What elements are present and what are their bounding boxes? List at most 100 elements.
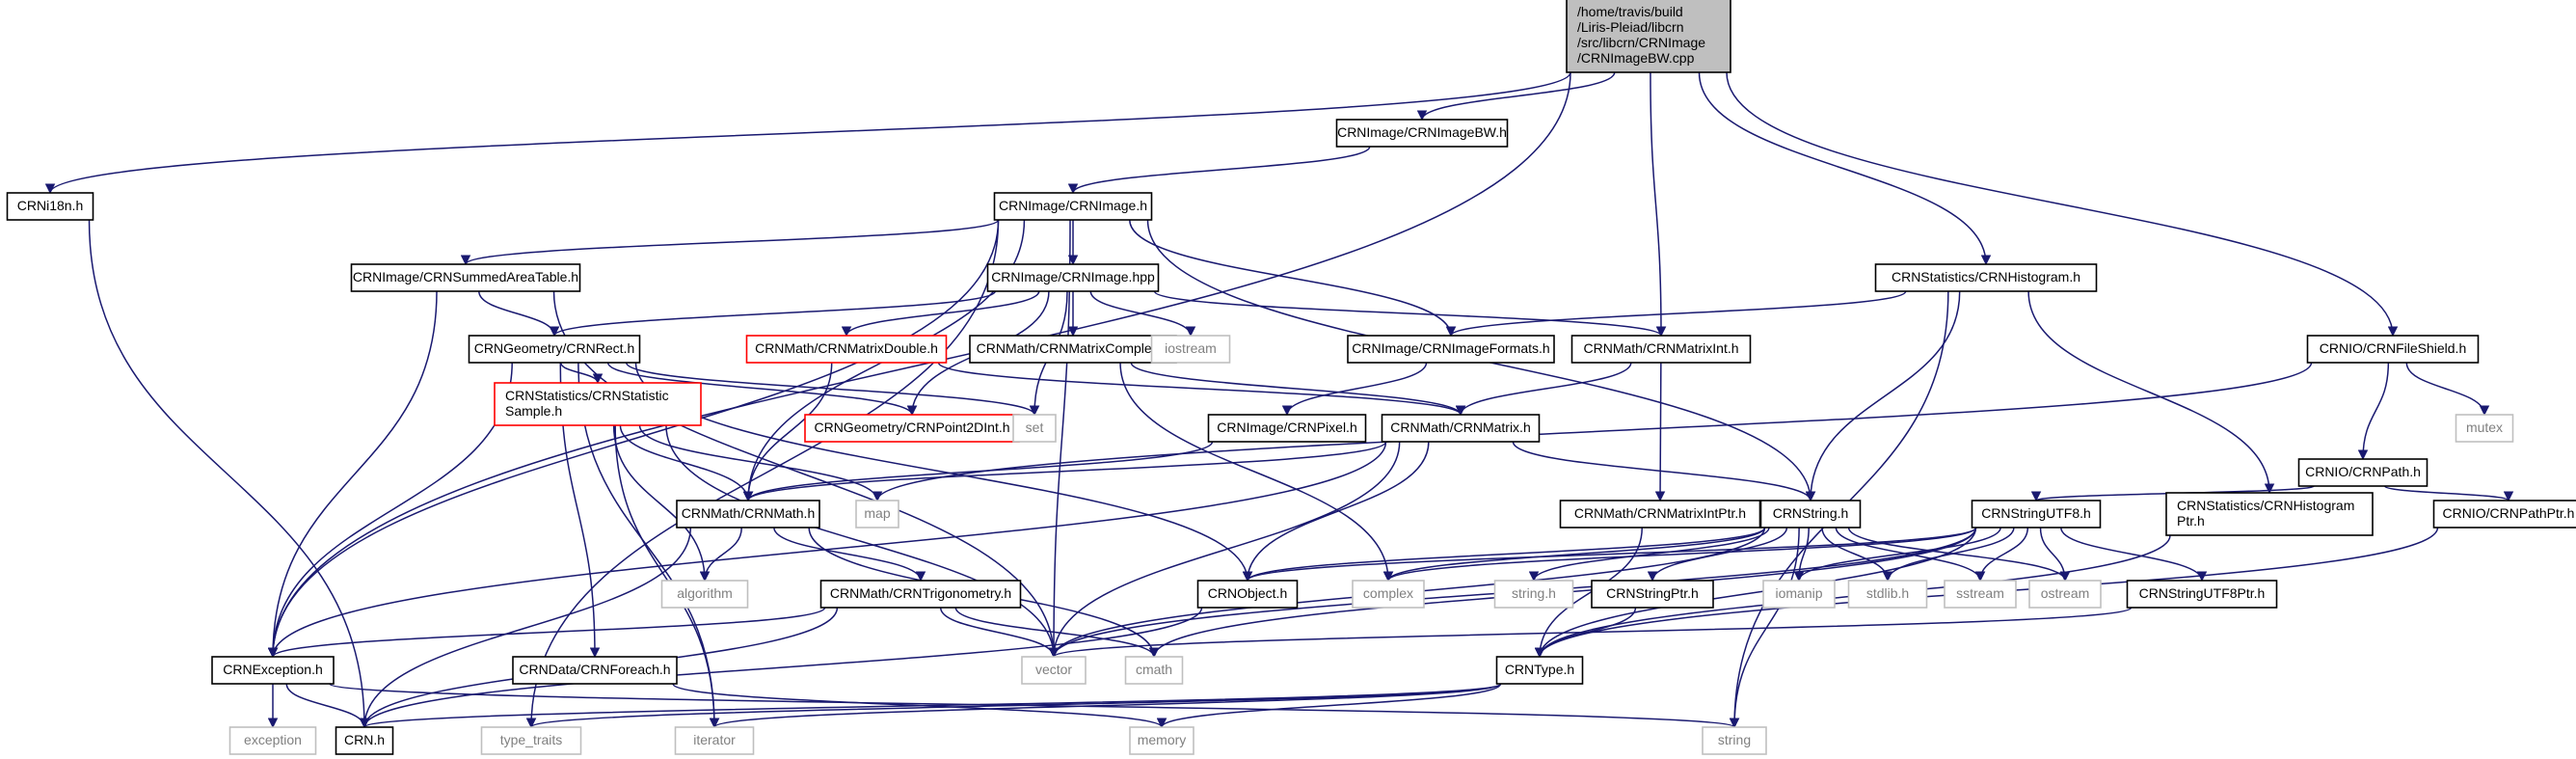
node-label: CRNString.h — [1773, 505, 1849, 521]
edge-statsample-to-crnmath — [619, 424, 754, 502]
edge-imageformats-to-pixel — [1281, 362, 1428, 417]
node-imageformats[interactable]: CRNImage/CRNImageFormats.h — [1347, 335, 1555, 364]
node-label: CRNMath/CRNMatrixIntPtr.h — [1574, 505, 1746, 521]
node-label: CRNStatistics/CRNHistogram.h — [1892, 269, 2080, 285]
node-label: ostream — [2041, 585, 2090, 601]
edge-matrix-to-string-h — [1512, 441, 1816, 502]
node-rect[interactable]: CRNGeometry/CRNRect.h — [468, 335, 641, 364]
edge-image-h-to-vector — [1048, 219, 1071, 659]
node-sat[interactable]: CRNImage/CRNSummedAreaTable.h — [350, 263, 581, 292]
node-box — [1150, 335, 1231, 364]
edge-string-h-to-object — [1242, 527, 1766, 583]
node-string-h[interactable]: CRNString.h — [1759, 500, 1862, 529]
node-iostream: iostream — [1150, 335, 1231, 364]
node-path[interactable]: CRNIO/CRNPath.h — [2297, 458, 2428, 487]
node-box — [350, 263, 581, 292]
node-box — [660, 580, 749, 609]
node-box — [1495, 656, 1584, 685]
node-box — [986, 263, 1160, 292]
edge-string-h-to-ostream — [1847, 527, 2071, 583]
node-string: string — [1702, 726, 1767, 755]
node-fileshield[interactable]: CRNIO/CRNFileShield.h — [2306, 335, 2480, 364]
node-box — [335, 726, 394, 755]
node-box — [676, 500, 820, 529]
node-crn-h[interactable]: CRN.h — [335, 726, 394, 755]
edge-histogram-to-histptr — [2027, 290, 2275, 495]
node-box — [480, 726, 582, 755]
node-foreach[interactable]: CRNData/CRNForeach.h — [512, 656, 678, 685]
dependency-edges — [44, 71, 2514, 729]
node-memory: memory — [1129, 726, 1194, 755]
node-matrixint[interactable]: CRNMath/CRNMatrixInt.h — [1570, 335, 1752, 364]
edge-root-to-exception-h — [267, 71, 1571, 659]
node-label: CRNObject.h — [1208, 585, 1287, 601]
node-pathptr[interactable]: CRNIO/CRNPathPtr.h — [2432, 500, 2576, 529]
node-box — [2455, 414, 2514, 443]
node-label: CRNMath/CRNMatrixDouble.h — [755, 340, 938, 356]
node-crnmath[interactable]: CRNMath/CRNMath.h — [676, 500, 820, 529]
edge-utf8-to-utf8ptr — [2060, 527, 2208, 583]
node-matrix[interactable]: CRNMath/CRNMatrix.h — [1381, 414, 1541, 443]
node-sstream: sstream — [1944, 580, 2017, 609]
node-box — [993, 192, 1153, 221]
node-utf8[interactable]: CRNStringUTF8.h — [1971, 500, 2102, 529]
node-box — [1944, 580, 2017, 609]
edge-i18n-to-crn-h — [88, 219, 370, 729]
node-box — [969, 335, 1177, 364]
node-box — [745, 335, 948, 364]
node-object[interactable]: CRNObject.h — [1196, 580, 1299, 609]
node-trig[interactable]: CRNMath/CRNTrigonometry.h — [819, 580, 1022, 609]
node-root[interactable]: /home/travis/build/Liris-Pleiad/libcrn/s… — [1566, 0, 1731, 73]
node-pixel[interactable]: CRNImage/CRNPixel.h — [1207, 414, 1367, 443]
node-cmath: cmath — [1124, 656, 1184, 685]
node-image-h[interactable]: CRNImage/CRNImage.h — [993, 192, 1153, 221]
node-box — [2165, 492, 2374, 536]
node-matrixdouble[interactable]: CRNMath/CRNMatrixDouble.h — [745, 335, 948, 364]
node-box — [1381, 414, 1541, 443]
node-box — [2432, 500, 2576, 529]
node-box — [1847, 580, 1928, 609]
node-label: CRNImage/CRNImage.h — [999, 198, 1147, 213]
node-box — [1347, 335, 1555, 364]
edge-root-to-fileshield — [1726, 71, 2399, 338]
node-iterator: iterator — [674, 726, 755, 755]
edge-matrixdouble-to-crnmath — [742, 362, 833, 502]
node-exception-h[interactable]: CRNException.h — [211, 656, 335, 685]
edge-root-to-histogram — [1698, 71, 1992, 266]
node-label: complex — [1363, 585, 1413, 601]
node-point2dint[interactable]: CRNGeometry/CRNPoint2DInt.h — [804, 414, 1020, 443]
node-label: CRNImage/CRNImageBW.h — [1337, 124, 1507, 140]
node-label: sstream — [1956, 585, 2004, 601]
node-matrixintptr[interactable]: CRNMath/CRNMatrixIntPtr.h — [1559, 500, 1761, 529]
node-label: exception — [244, 732, 302, 747]
edge-utf8-to-iomanip — [1793, 527, 2001, 583]
node-box — [1012, 414, 1057, 443]
node-histogram[interactable]: CRNStatistics/CRNHistogram.h — [1874, 263, 2098, 292]
edge-utf8-to-sstream — [1974, 527, 2029, 583]
edge-string-h-to-stringptr — [1647, 527, 1788, 583]
edge-rect-to-point2dint — [606, 362, 918, 417]
node-i18n[interactable]: CRNi18n.h — [6, 192, 94, 221]
node-label: CRNStringPtr.h — [1606, 585, 1699, 601]
edge-matrix-to-exception-h — [267, 441, 1387, 659]
node-box — [211, 656, 335, 685]
edge-fileshield-to-path — [2357, 362, 2390, 461]
node-image-hpp[interactable]: CRNImage/CRNImage.hpp — [986, 263, 1160, 292]
edge-type-h-to-memory — [1156, 683, 1502, 729]
node-stringptr[interactable]: CRNStringPtr.h — [1591, 580, 1714, 609]
node-type-h[interactable]: CRNType.h — [1495, 656, 1584, 685]
edge-object-to-crn-h — [359, 607, 1203, 729]
edge-matrix-to-object — [1242, 441, 1430, 583]
node-box — [2028, 580, 2102, 609]
node-box — [1971, 500, 2102, 529]
node-utf8ptr[interactable]: CRNStringUTF8Ptr.h — [2126, 580, 2278, 609]
node-imagebw-h[interactable]: CRNImage/CRNImageBW.h — [1335, 119, 1509, 148]
edge-rect-to-exception-h — [267, 362, 513, 659]
node-matrixcomplex[interactable]: CRNMath/CRNMatrixComplex.h — [969, 335, 1177, 364]
node-label: CRNIO/CRNFileShield.h — [2320, 340, 2466, 356]
node-label: CRNMath/CRNMatrixComplex.h — [977, 340, 1170, 356]
edge-image-hpp-to-matrixint — [1153, 290, 1667, 338]
